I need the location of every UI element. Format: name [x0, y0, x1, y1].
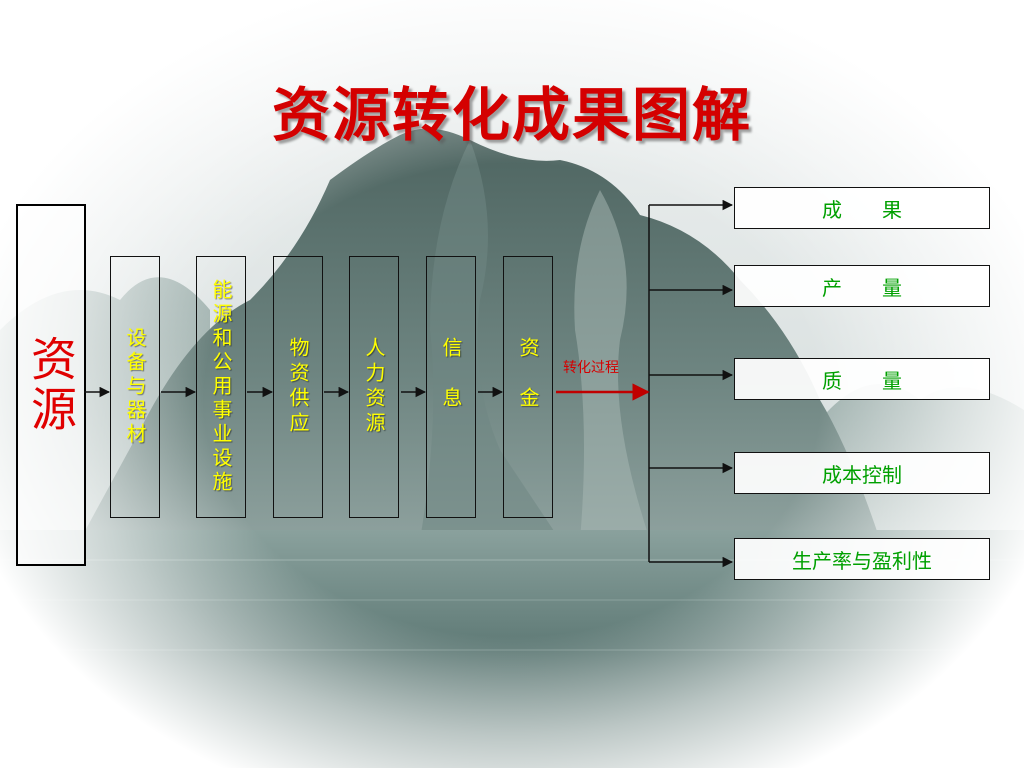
outcome-box-productivity: 生产率与盈利性 — [734, 538, 990, 580]
resource-label: 设备与器材 — [123, 327, 147, 447]
resource-box-energy: 能源和公用事业设施 — [196, 256, 246, 518]
resource-box-materials: 物资供应 — [273, 256, 323, 518]
resource-box-capital: 资金 — [503, 256, 553, 518]
resource-box-information: 信息 — [426, 256, 476, 518]
outcome-label: 生产率与盈利性 — [792, 548, 932, 573]
resource-label: 物资供应 — [286, 337, 310, 437]
outcome-label: 成 果 — [822, 197, 902, 222]
resource-label: 资金 — [516, 337, 540, 437]
source-box: 资源 — [16, 204, 86, 566]
outcome-label: 质 量 — [822, 368, 902, 393]
outcome-box-output: 产 量 — [734, 265, 990, 307]
outcome-label: 产 量 — [822, 275, 902, 300]
outcome-box-cost-control: 成本控制 — [734, 452, 990, 494]
outcome-label: 成本控制 — [822, 462, 902, 487]
source-label: 资源 — [24, 335, 78, 435]
resource-label: 人力资源 — [362, 337, 386, 437]
outcome-box-results: 成 果 — [734, 187, 990, 229]
process-label: 转化过程 — [563, 360, 619, 376]
page-title: 资源转化成果图解 — [271, 81, 752, 149]
resource-box-equipment: 设备与器材 — [110, 256, 160, 518]
outcome-box-quality: 质 量 — [734, 358, 990, 400]
resource-box-human: 人力资源 — [349, 256, 399, 518]
resource-label: 能源和公用事业设施 — [209, 279, 233, 495]
resource-label: 信息 — [439, 337, 463, 437]
